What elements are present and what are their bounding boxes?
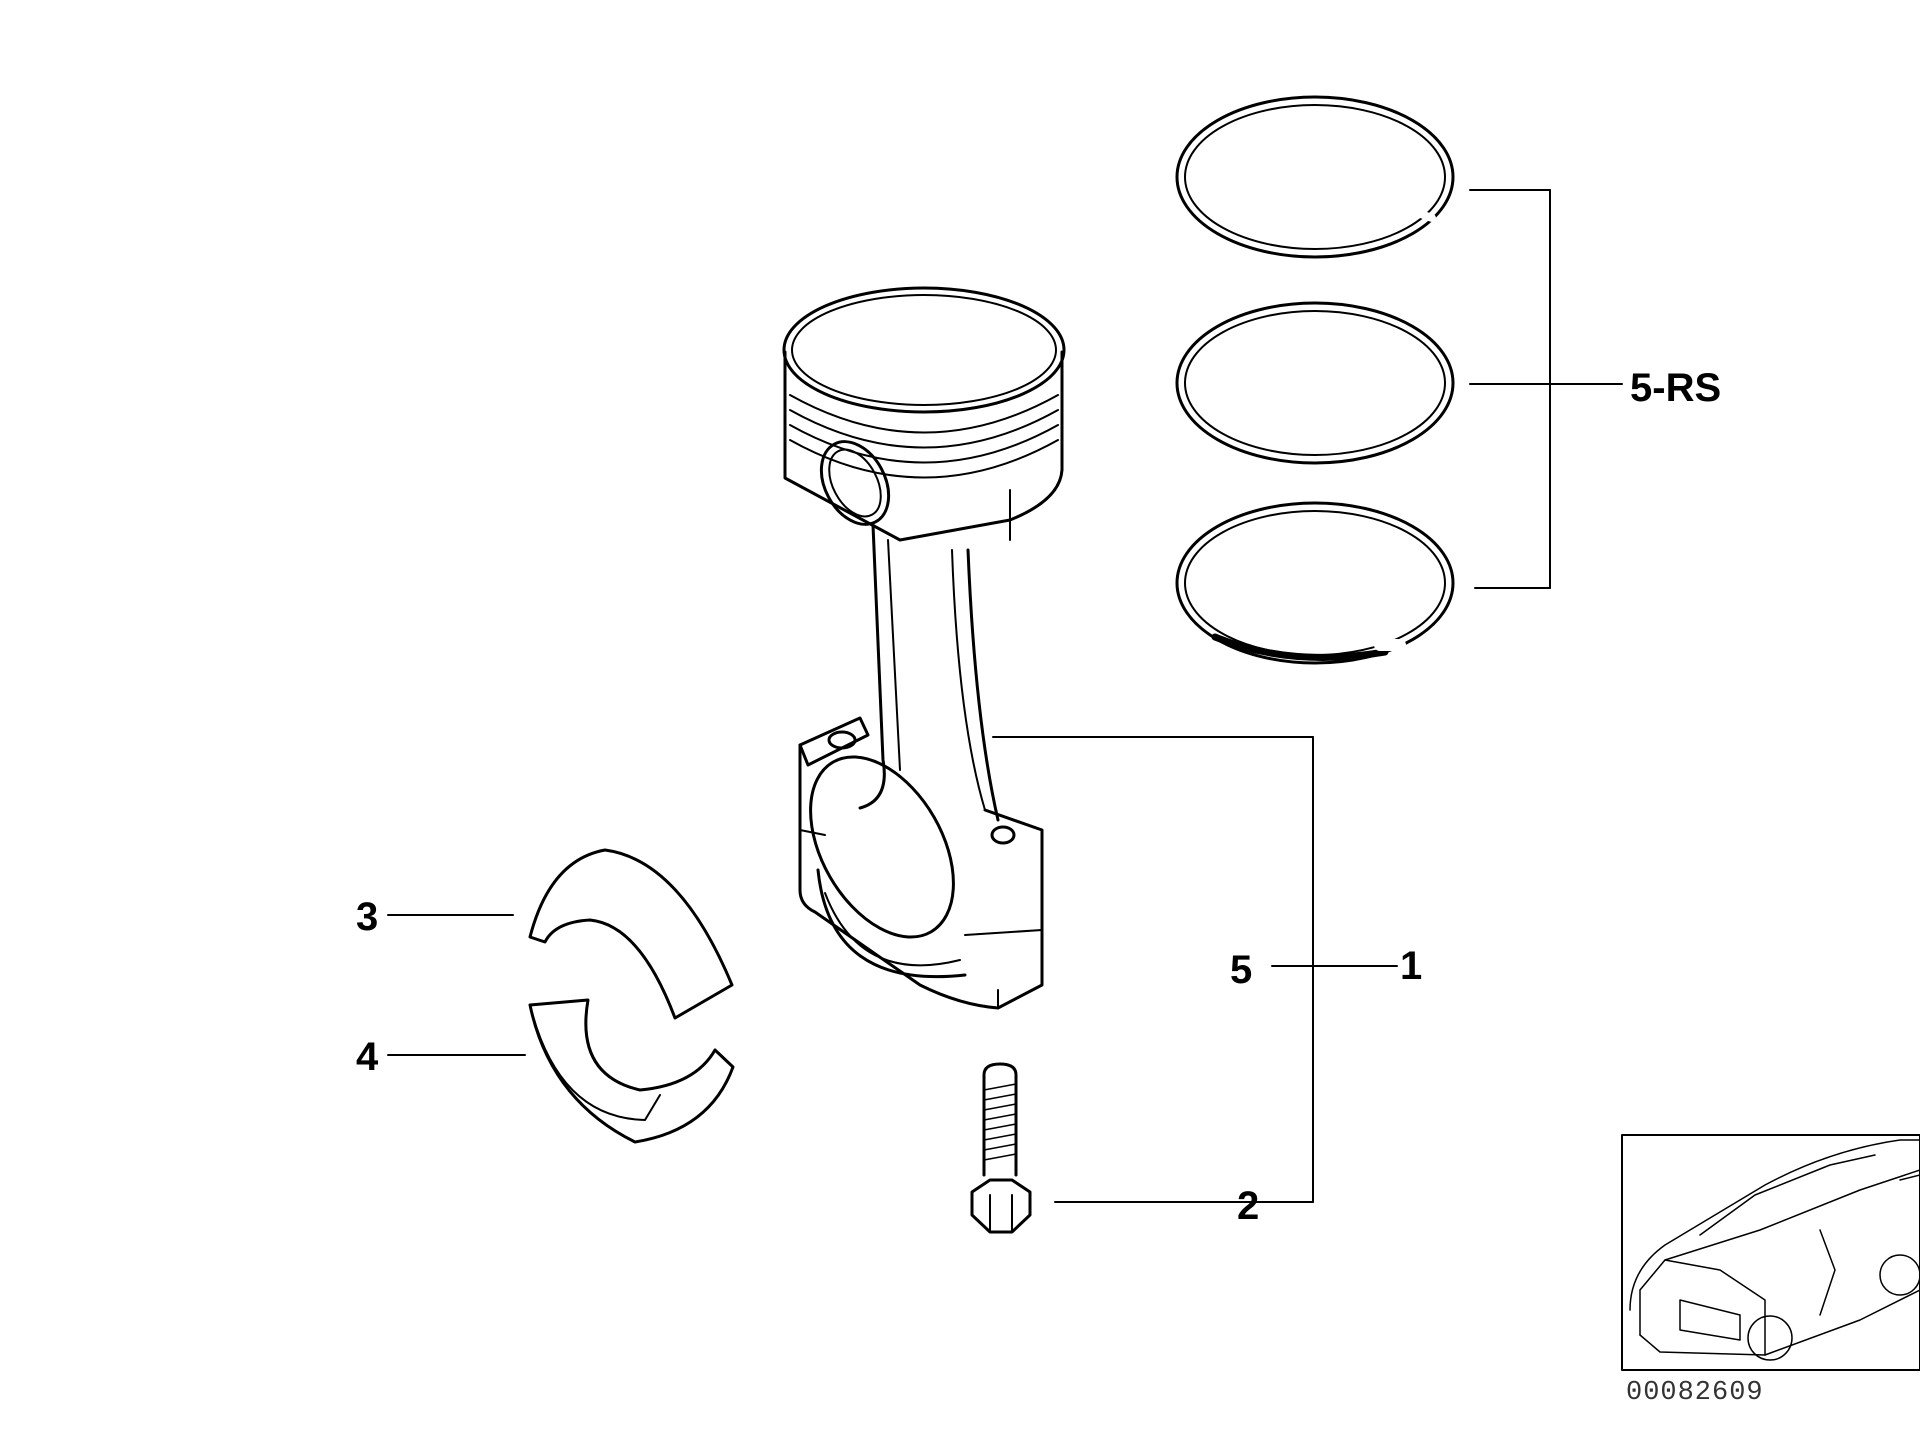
callout-bearing-lower: 4 [356,1035,379,1079]
callout-kit: 5 [1230,948,1253,992]
document-number: 00082609 [1626,1378,1764,1408]
bearing-shell-upper [528,848,734,1020]
connecting-rod [798,523,1044,1010]
conrod-bolt [970,1062,1032,1234]
bearing-shell-lower [528,998,735,1144]
piston-ring-bottom [1175,501,1455,665]
bearing-leaders [387,914,526,1056]
callout-conrod-assembly: 1 [1400,944,1423,988]
piston-ring-middle [1175,301,1455,465]
conrod-leader [992,736,1398,1203]
vehicle-thumbnail [1621,1134,1920,1371]
callout-bolt: 2 [1237,1184,1260,1228]
piston-ring-top [1175,95,1455,259]
callout-ring-set: 5-RS [1630,366,1722,410]
ring-set-leader [1469,189,1623,589]
callout-bearing-upper: 3 [356,895,379,939]
piston [782,286,1066,542]
